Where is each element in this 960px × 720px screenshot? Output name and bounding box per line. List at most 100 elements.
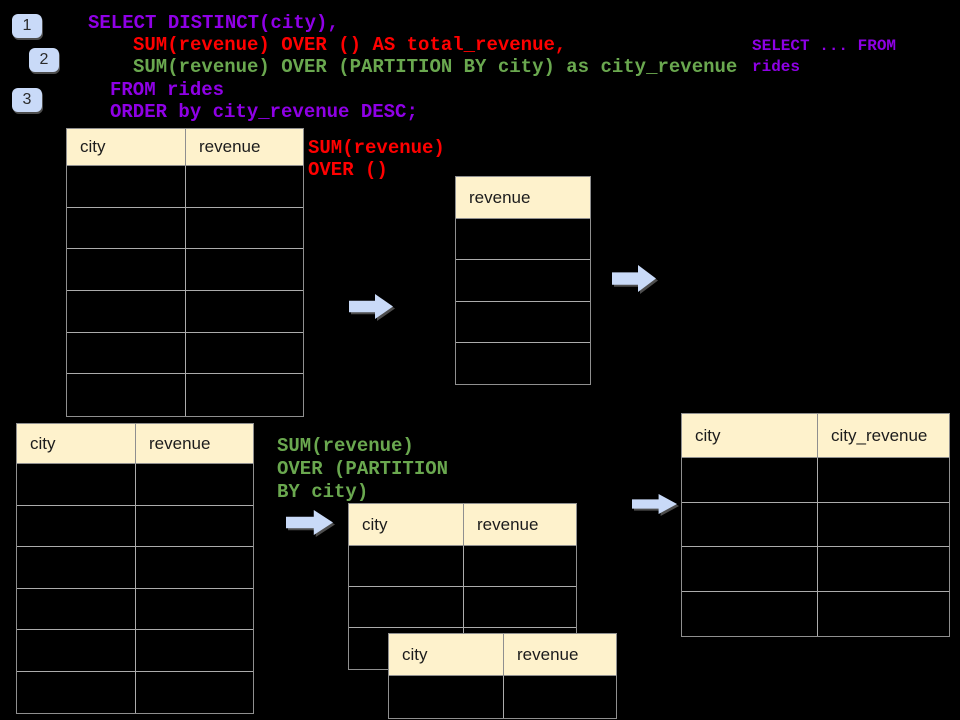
table-cell [17,547,136,589]
table-cell [17,588,136,630]
table-cell [186,249,303,291]
table-row [389,676,616,718]
sql-line-select: SELECT DISTINCT(city), [88,12,339,34]
table-cell [682,502,818,547]
annotation-partition-line-1: SUM(revenue) [277,435,414,457]
step-badge-1: 1 [12,14,42,38]
table-row [349,587,576,628]
table-cell [349,546,464,587]
table-cell [17,671,136,713]
column-header: revenue [456,177,590,219]
table-cell [67,332,186,375]
table-row [456,260,590,302]
table-row [17,588,253,630]
table-cell [818,502,949,547]
table-cell [17,630,136,672]
table-row [456,342,590,385]
arrow-to-partitions-icon [286,510,333,535]
column-header: revenue [136,424,253,464]
column-header: city [17,424,136,464]
table-cell [186,207,303,250]
table-cell [67,290,186,333]
table-row [17,671,253,713]
table-row [17,547,253,589]
column-header: revenue [464,504,576,546]
table-cell [136,588,253,630]
table-total-revenue-result: revenue [455,176,591,386]
table-row [682,458,949,503]
from-rides-note: SELECT ... FROM rides [752,36,896,78]
table-cell [349,587,464,628]
table-row [682,591,949,636]
table-cell [456,301,590,343]
table-cell [17,505,136,547]
table-cell [682,547,818,592]
table-cell [67,249,186,291]
table-row [456,219,590,261]
table-cell [136,671,253,713]
step-badge-2: 2 [29,48,59,72]
column-header: revenue [186,129,303,166]
table-cell [67,374,186,416]
table-cell [456,342,590,385]
table-row [67,249,303,291]
column-header: city_revenue [818,414,949,458]
annotation-partition-revenue: SUM(revenue) OVER (PARTITION BY city) [277,435,448,504]
table-cell [456,260,590,302]
sql-line-order-by: ORDER by city_revenue DESC; [110,101,418,123]
arrow-to-city-revenue-result-icon [632,494,677,514]
sql-line-from: FROM rides [110,79,225,101]
table-cell [504,676,616,718]
annotation-total-line-1: SUM(revenue) [308,137,445,159]
table-cell [818,591,949,636]
table-row [67,166,303,208]
table-cell [464,587,576,628]
column-header: revenue [504,634,616,676]
column-header: city [67,129,186,166]
sql-line-sum-total: SUM(revenue) OVER () AS total_revenue, [133,34,567,56]
table-cell [67,166,186,208]
annotation-total-line-2: OVER () [308,159,388,181]
table-cell [456,219,590,261]
table-cell [136,505,253,547]
table-row [349,546,576,587]
table-cell [67,207,186,250]
table-cell [389,676,504,718]
from-note-line-1: SELECT ... FROM [752,37,897,55]
table-cell [136,630,253,672]
table-row [17,505,253,547]
table-row [67,332,303,375]
annotation-total-revenue: SUM(revenue) OVER () [308,137,445,181]
table-row [456,301,590,343]
table-row [17,464,253,506]
table-cell [17,464,136,506]
table-cell [186,166,303,208]
arrow-from-total-result-icon [612,265,656,292]
table-cell [186,290,303,333]
column-header: city [389,634,504,676]
table-cell [136,547,253,589]
column-header: city [349,504,464,546]
table-cell [186,332,303,375]
table-cell [682,458,818,503]
table-row [17,630,253,672]
from-note-line-2: rides [752,58,801,76]
table-cell [682,591,818,636]
table-cell [136,464,253,506]
step-badge-3: 3 [12,88,42,112]
table-row [682,502,949,547]
table-row [67,207,303,250]
table-cell [818,547,949,592]
table-cell [818,458,949,503]
table-row [67,290,303,333]
table-cell [464,546,576,587]
